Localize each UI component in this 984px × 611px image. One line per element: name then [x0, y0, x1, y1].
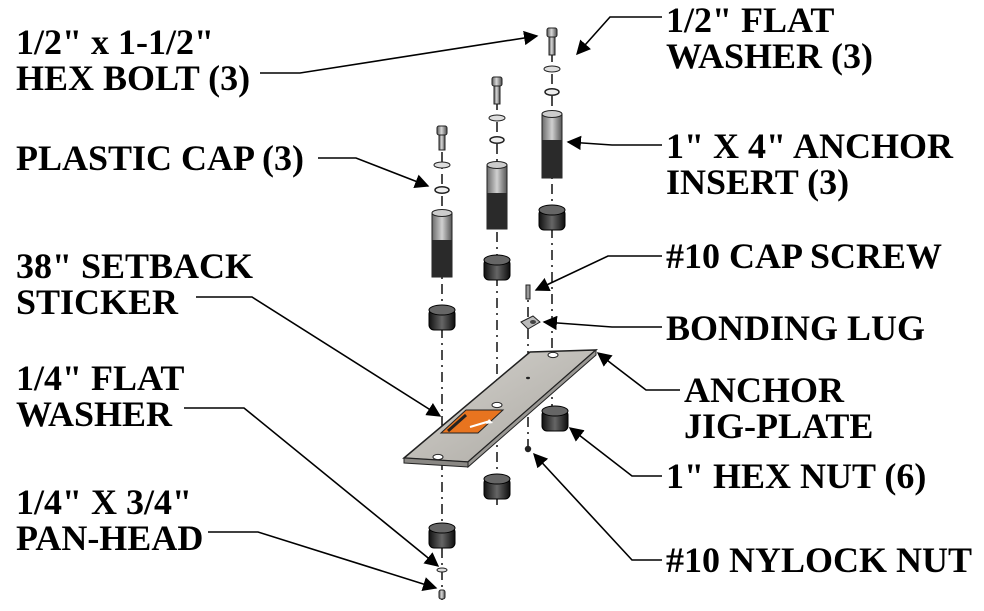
anchor-insert-left	[431, 209, 453, 278]
label-bonding-lug: BONDING LUG	[666, 308, 926, 348]
flat-washer-left	[433, 161, 451, 169]
cap-screw	[525, 284, 531, 300]
label-hex-bolt: 1/2" x 1-1/2" HEX BOLT (3)	[16, 22, 251, 98]
middle-hardware-stack	[483, 76, 511, 500]
hex-nut-right-lower	[541, 405, 569, 432]
label-nylock-nut: #10 NYLOCK NUT	[666, 540, 973, 580]
hex-bolt-right	[546, 27, 558, 56]
bonding-hardware	[520, 284, 541, 453]
label-cap-screw: #10 CAP SCREW	[666, 236, 943, 276]
label-setback-sticker: 38" SETBACK STICKER	[16, 246, 254, 322]
label-hex-nut: 1" HEX NUT (6)	[666, 456, 927, 496]
anchor-insert-middle	[486, 161, 508, 230]
hex-nut-right-upper	[538, 204, 566, 231]
label-plastic-cap: PLASTIC CAP (3)	[16, 138, 305, 178]
left-hardware-stack	[428, 125, 456, 600]
hex-nut-middle-lower	[483, 473, 511, 500]
plastic-cap-left	[434, 186, 450, 194]
hex-nut-left-lower	[428, 522, 456, 549]
label-anchor-insert: 1" X 4" ANCHOR INSERT (3)	[666, 126, 953, 202]
pan-head-screw	[438, 589, 446, 600]
bonding-lug	[520, 315, 541, 330]
anchor-insert-right	[541, 110, 563, 179]
hex-nut-left-upper	[428, 304, 456, 331]
anchor-jig-plate	[402, 348, 599, 469]
label-half-flat-washer: 1/2" FLAT WASHER (3)	[666, 0, 874, 76]
label-pan-head: 1/4" X 3/4" PAN-HEAD	[16, 482, 204, 558]
label-quarter-flat-washer: 1/4" FLAT WASHER	[16, 358, 185, 434]
right-hardware-stack	[538, 27, 569, 432]
hex-bolt-left	[436, 125, 448, 151]
nylock-nut	[524, 445, 532, 453]
setback-sticker	[439, 409, 505, 434]
quarter-flat-washer	[436, 567, 448, 573]
leader-lines	[184, 16, 680, 591]
label-anchor-jig-plate: ANCHOR JIG-PLATE	[684, 370, 874, 446]
hex-nut-middle-upper	[483, 254, 511, 281]
hex-bolt-middle	[491, 76, 503, 105]
